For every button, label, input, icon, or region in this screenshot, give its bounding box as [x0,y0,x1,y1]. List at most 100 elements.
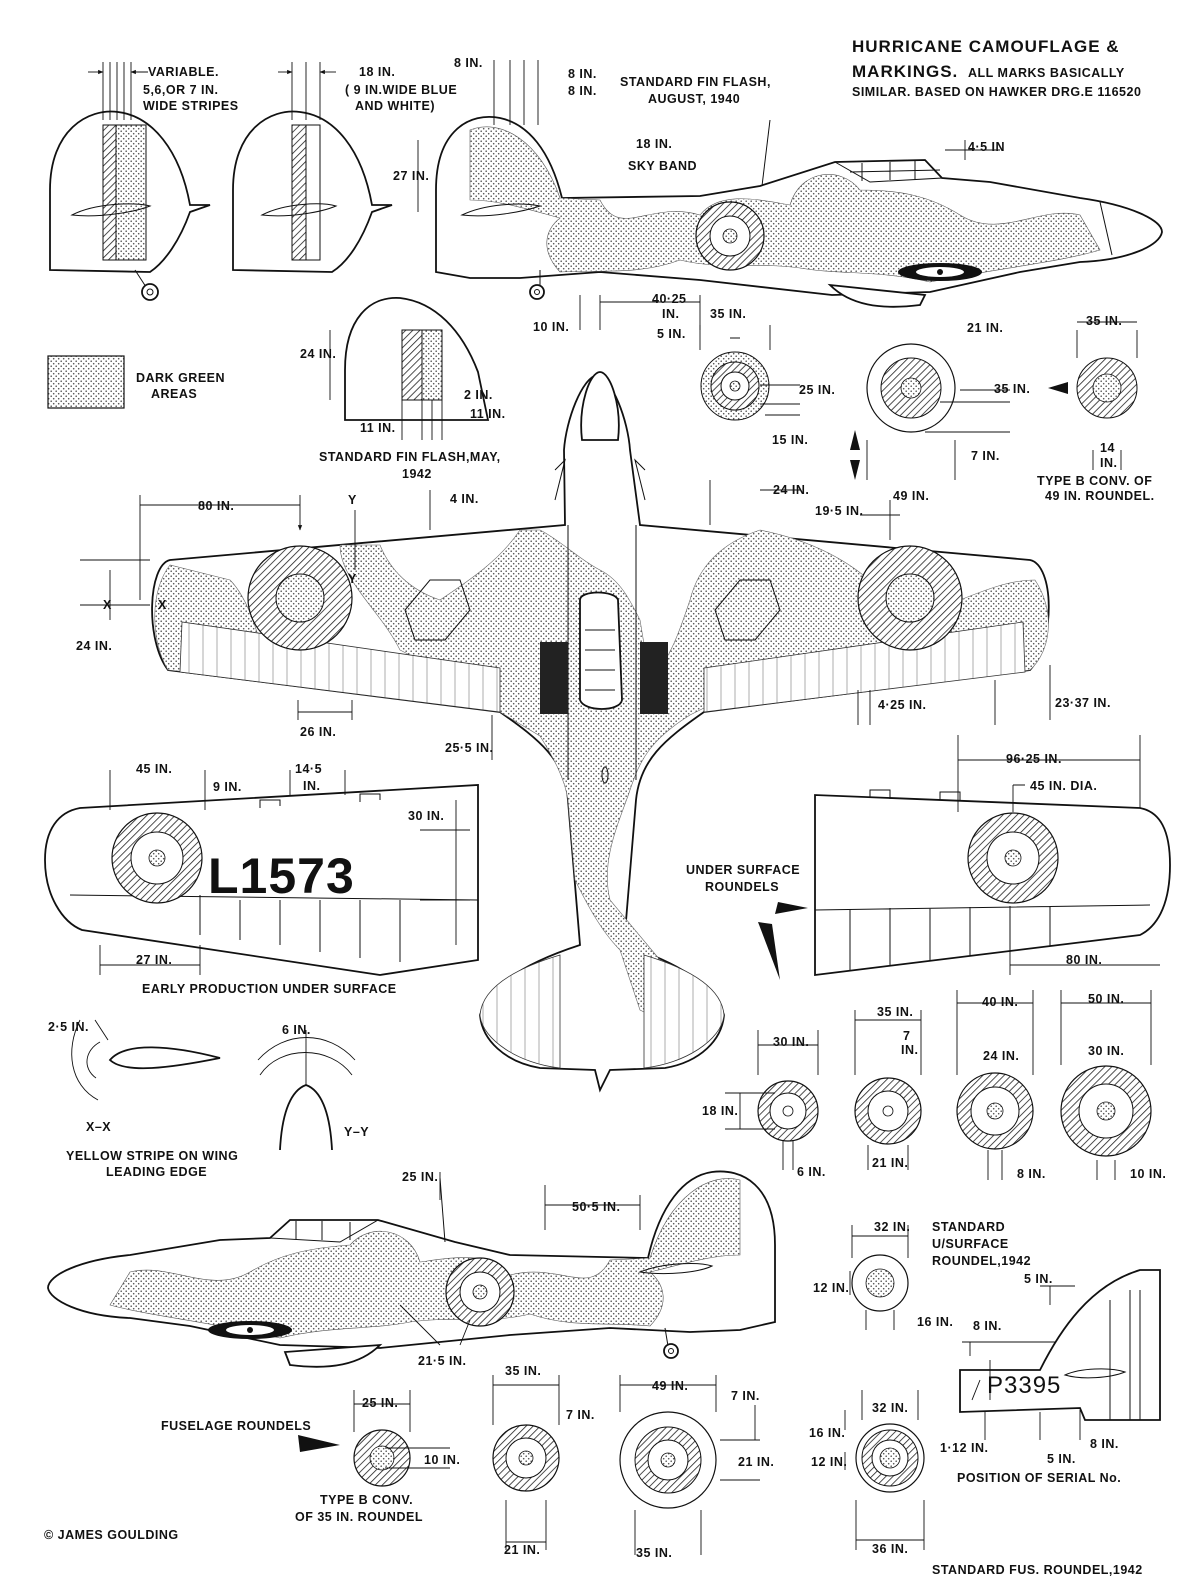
side-view-bottom: 25 IN. 50·5 IN. 21·5 IN. [47,1170,776,1368]
fus-b-35in: 35 IN. [505,1364,541,1378]
roundel-r2: 35 IN. 7 IN. 21 IN. [854,1005,922,1170]
fus-b-7in: 7 IN. [566,1408,595,1422]
underside-14-5-unit: IN. [303,779,320,793]
fus-b-21in: 21 IN. [504,1543,540,1557]
title-line-2a: MARKINGS. [852,62,958,81]
side-bottom-25in: 25 IN. [402,1170,438,1184]
fuselage-roundel-b: 35 IN. 7 IN. 21 IN. [492,1364,595,1557]
typeb-caption-1: TYPE B CONV. OF [1037,474,1152,488]
fus-c-7in: 7 IN. [731,1389,760,1403]
r3-24in: 24 IN. [983,1049,1019,1063]
roundel-row: 30 IN. 18 IN. 6 IN. 35 IN. 7 IN. 21 IN. … [702,990,1166,1181]
plan-80in: 80 IN. [198,499,234,513]
fin-1942-caption-2: 1942 [402,467,432,481]
fin-flash-8in-a: 8 IN. [454,56,483,70]
roundel-large-7in: 7 IN. [971,449,1000,463]
roundel-large-35in: 35 IN. [994,382,1030,396]
underside-serial-l1573: L1573 [208,848,355,904]
title-block: HURRICANE CAMOUFLAGE & MARKINGS. ALL MAR… [852,37,1141,99]
fus-1942-32in: 32 IN. [872,1401,908,1415]
plan-x-left: X [103,598,112,612]
underside-27in: 27 IN. [136,953,172,967]
underside-right-96in: 96·25 IN. [1006,752,1062,766]
plan-y-bottom: Y [348,572,357,586]
typeb-14: 14 [1100,441,1115,455]
typeb-35in: 35 IN. [1086,314,1122,328]
title-line-3: SIMILAR. BASED ON HAWKER DRG.E 116520 [852,85,1141,99]
fin-1942-11in-b: 11 IN. [470,407,506,421]
r1-6in: 6 IN. [797,1165,826,1179]
r2-7-unit: IN. [901,1043,918,1057]
underside-right-45dia: 45 IN. DIA. [1030,779,1097,793]
roundel-large-21in: 21 IN. [967,321,1003,335]
plan-26in: 26 IN. [300,725,336,739]
serial-1-12in: 1·12 IN. [940,1441,988,1455]
fin-1942-2in: 2 IN. [464,388,493,402]
plan-x-right: X [158,598,167,612]
title-line-1: HURRICANE CAMOUFLAGE & [852,37,1120,56]
roundel-small-15in: 15 IN. [772,433,808,447]
section-caption-1: YELLOW STRIPE ON WING [66,1149,238,1163]
section-6in: 6 IN. [282,1023,311,1037]
section-yy: Y–Y [344,1125,369,1139]
usurface-caption-3: ROUNDEL,1942 [932,1254,1031,1268]
plan-4-25in: 4·25 IN. [878,698,926,712]
r3-8in: 8 IN. [1017,1167,1046,1181]
underside-45in: 45 IN. [136,762,172,776]
usurface-16in: 16 IN. [917,1315,953,1329]
plan-24in-left: 24 IN. [76,639,112,653]
r4-10in: 10 IN. [1130,1167,1166,1181]
usurface-12in: 12 IN. [813,1281,849,1295]
roundel-small-25in: 25 IN. [799,383,835,397]
serial-position: 5 IN. 8 IN. P3395 1·12 IN. 5 IN. 8 IN. P… [940,1269,1161,1485]
credit: © JAMES GOULDING [44,1528,179,1542]
side-top-40in-unit: IN. [662,307,679,321]
fuselage-roundels: FUSELAGE ROUNDELS 25 IN. 10 IN. TYPE B C… [161,1364,774,1560]
underside-9in: 9 IN. [213,780,242,794]
side-top-35in: 35 IN. [710,307,746,321]
plan-y-top: Y [348,493,357,507]
fin-flash-1940-l2: AUGUST, 1940 [648,92,740,106]
roundel-r1: 30 IN. 18 IN. 6 IN. [702,1030,826,1179]
section-2-5in: 2·5 IN. [48,1020,89,1034]
fuselage-roundel-a: 25 IN. 10 IN. TYPE B CONV. OF 35 IN. ROU… [295,1390,460,1524]
fin-flash-8in-c: 8 IN. [568,84,597,98]
plan-view: 80 IN. Y Y 4 IN. 24 IN. 19·5 IN. X X 24 … [76,371,1110,1093]
variable-stripes-l3: WIDE STRIPES [143,99,239,113]
blue-white-l2: ( 9 IN.WIDE BLUE [345,83,457,97]
plan-4in: 4 IN. [450,492,479,506]
variable-stripes-l1: VARIABLE. [148,65,219,79]
dark-green-label-2: AREAS [151,387,197,401]
side-top-40in: 40·25 [652,292,686,306]
blue-white-l1: 18 IN. [359,65,395,79]
fuselage-roundels-label: FUSELAGE ROUNDELS [161,1419,311,1433]
r2-35in: 35 IN. [877,1005,913,1019]
blue-white-l3: AND WHITE) [355,99,435,113]
fus-1942-16in: 16 IN. [809,1426,845,1440]
fus-a-caption-1: TYPE B CONV. [320,1493,413,1507]
fin-flash-8in-b: 8 IN. [568,67,597,81]
variable-stripes-l2: 5,6,OR 7 IN. [143,83,218,97]
fus-c-35in: 35 IN. [636,1546,672,1560]
roundel-r3: 40 IN. 24 IN. 8 IN. [956,990,1046,1181]
fuselage-roundel-c: 49 IN. 7 IN. 21 IN. 35 IN. [619,1375,774,1560]
r1-30in: 30 IN. [773,1035,809,1049]
side-top-4-5in: 4·5 IN [968,140,1005,154]
side-bottom-21-5in: 21·5 IN. [418,1354,466,1368]
fus-a-10in: 10 IN. [424,1453,460,1467]
sky-band-18in: 18 IN. [636,137,672,151]
underside-roundels-label-1: UNDER SURFACE [686,863,800,877]
serial-8in-b: 8 IN. [1090,1437,1119,1451]
plan-19-5in: 19·5 IN. [815,504,863,518]
fus-a-caption-2: OF 35 IN. ROUNDEL [295,1510,423,1524]
fin-flash-1942: 24 IN. 2 IN. 11 IN. 11 IN. STANDARD FIN … [300,297,506,481]
roundel-typeb-top: 35 IN. 14 IN. TYPE B CONV. OF 49 IN. ROU… [1037,314,1154,503]
roundel-large-top: 21 IN. 35 IN. 7 IN. 49 IN. [850,321,1030,503]
fin-1942-24in: 24 IN. [300,347,336,361]
section-caption-2: LEADING EDGE [106,1165,207,1179]
fin-flash-27in: 27 IN. [393,169,429,183]
fin-1942-11in-a: 11 IN. [360,421,396,435]
fus-roundel-1942: 32 IN. 16 IN. 12 IN. 36 IN. STANDARD FUS… [809,1390,1142,1577]
title-line-2b: ALL MARKS BASICALLY [968,66,1125,80]
section-xx: X–X [86,1120,111,1134]
